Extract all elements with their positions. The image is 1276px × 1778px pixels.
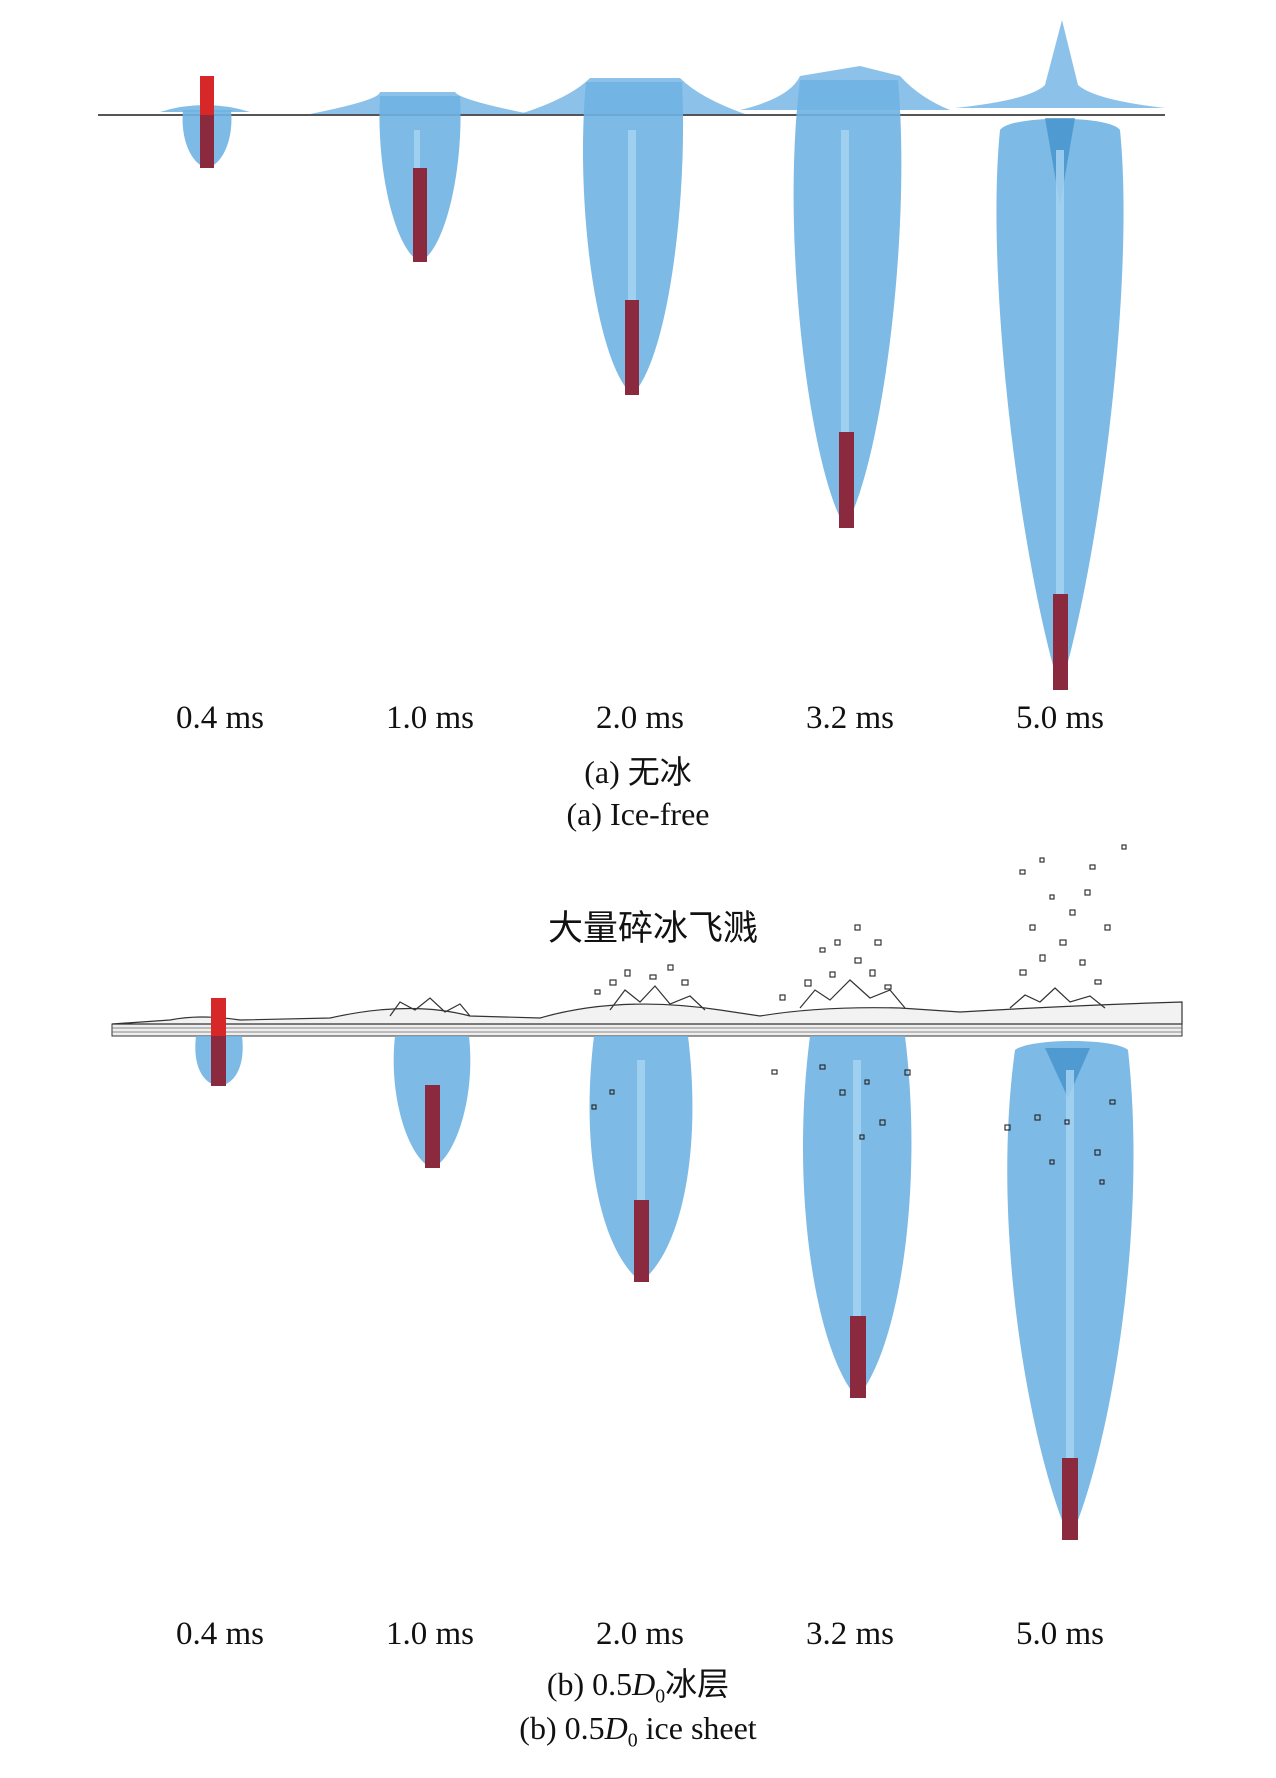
- projectile: [1062, 1458, 1078, 1540]
- time-label-3-2ms: 3.2 ms: [805, 700, 894, 736]
- ice-fragments: [591, 844, 1127, 1185]
- projectile: [425, 1085, 440, 1168]
- projectile: [625, 300, 639, 395]
- annotation-ice-splash: 大量碎冰飞溅: [548, 909, 759, 949]
- time-label-3-2ms: 3.2 ms: [805, 1616, 894, 1652]
- cavity-0-4ms: [195, 998, 243, 1086]
- cavity-1-0ms: [393, 1036, 471, 1168]
- projectile: [1053, 594, 1068, 690]
- caption-cn-prefix: (b) 0.5: [546, 1666, 633, 1702]
- cavity-2-0ms: [589, 1036, 693, 1282]
- panel-ice-sheet: 大量碎冰飞溅 0.4 ms 1.0 ms 2.0 ms 3.2 ms 5.0 m…: [0, 830, 1276, 1778]
- caption-cn-suffix: 冰层: [665, 1666, 730, 1702]
- ice-sheet-cavity-sequence: [111, 844, 1183, 1540]
- caption-cn-sub: 0: [655, 1685, 666, 1708]
- time-label-2-0ms: 2.0 ms: [595, 1616, 684, 1652]
- projectile: [634, 1200, 649, 1282]
- caption-en-suffix: ice sheet: [637, 1710, 757, 1746]
- caption-cn-var: D: [632, 1666, 656, 1702]
- cavity-3-2ms: [802, 1036, 912, 1398]
- projectile: [839, 432, 854, 528]
- ice-free-cavity-sequence: [98, 20, 1165, 690]
- caption-en-b: (b) 0.5D0 ice sheet: [0, 1712, 1276, 1751]
- cavity-5-0ms: [1007, 1041, 1134, 1540]
- caption-cn-a: (a) 无冰: [584, 754, 692, 790]
- time-label-2-0ms: 2.0 ms: [595, 700, 684, 736]
- caption-en-var: D: [604, 1710, 628, 1746]
- cavity-2-0ms: [520, 78, 745, 395]
- panel-ice-free: 0.4 ms 1.0 ms 2.0 ms 3.2 ms 5.0 ms (a) 无…: [0, 0, 1276, 830]
- time-label-0-4ms: 0.4 ms: [175, 700, 264, 736]
- time-label-1-0ms: 1.0 ms: [385, 700, 474, 736]
- time-label-5-0ms: 5.0 ms: [1015, 700, 1104, 736]
- ice-sheet-layer: [111, 979, 1183, 1037]
- cavity-1-0ms: [310, 92, 530, 262]
- cavity-5-0ms: [955, 20, 1165, 690]
- time-label-5-0ms: 5.0 ms: [1015, 1616, 1104, 1652]
- cavity-0-4ms: [160, 76, 250, 168]
- caption-en-sub: 0: [627, 1729, 638, 1752]
- caption-cn-b: (b) 0.5D0冰层: [0, 1668, 1276, 1707]
- cavity-3-2ms: [740, 66, 950, 528]
- caption-en-a: (a) Ice-free: [566, 796, 710, 832]
- projectile: [413, 168, 427, 262]
- caption-en-prefix: (b) 0.5: [519, 1710, 605, 1746]
- projectile: [850, 1316, 866, 1398]
- time-label-1-0ms: 1.0 ms: [385, 1616, 474, 1652]
- time-label-0-4ms: 0.4 ms: [175, 1616, 264, 1652]
